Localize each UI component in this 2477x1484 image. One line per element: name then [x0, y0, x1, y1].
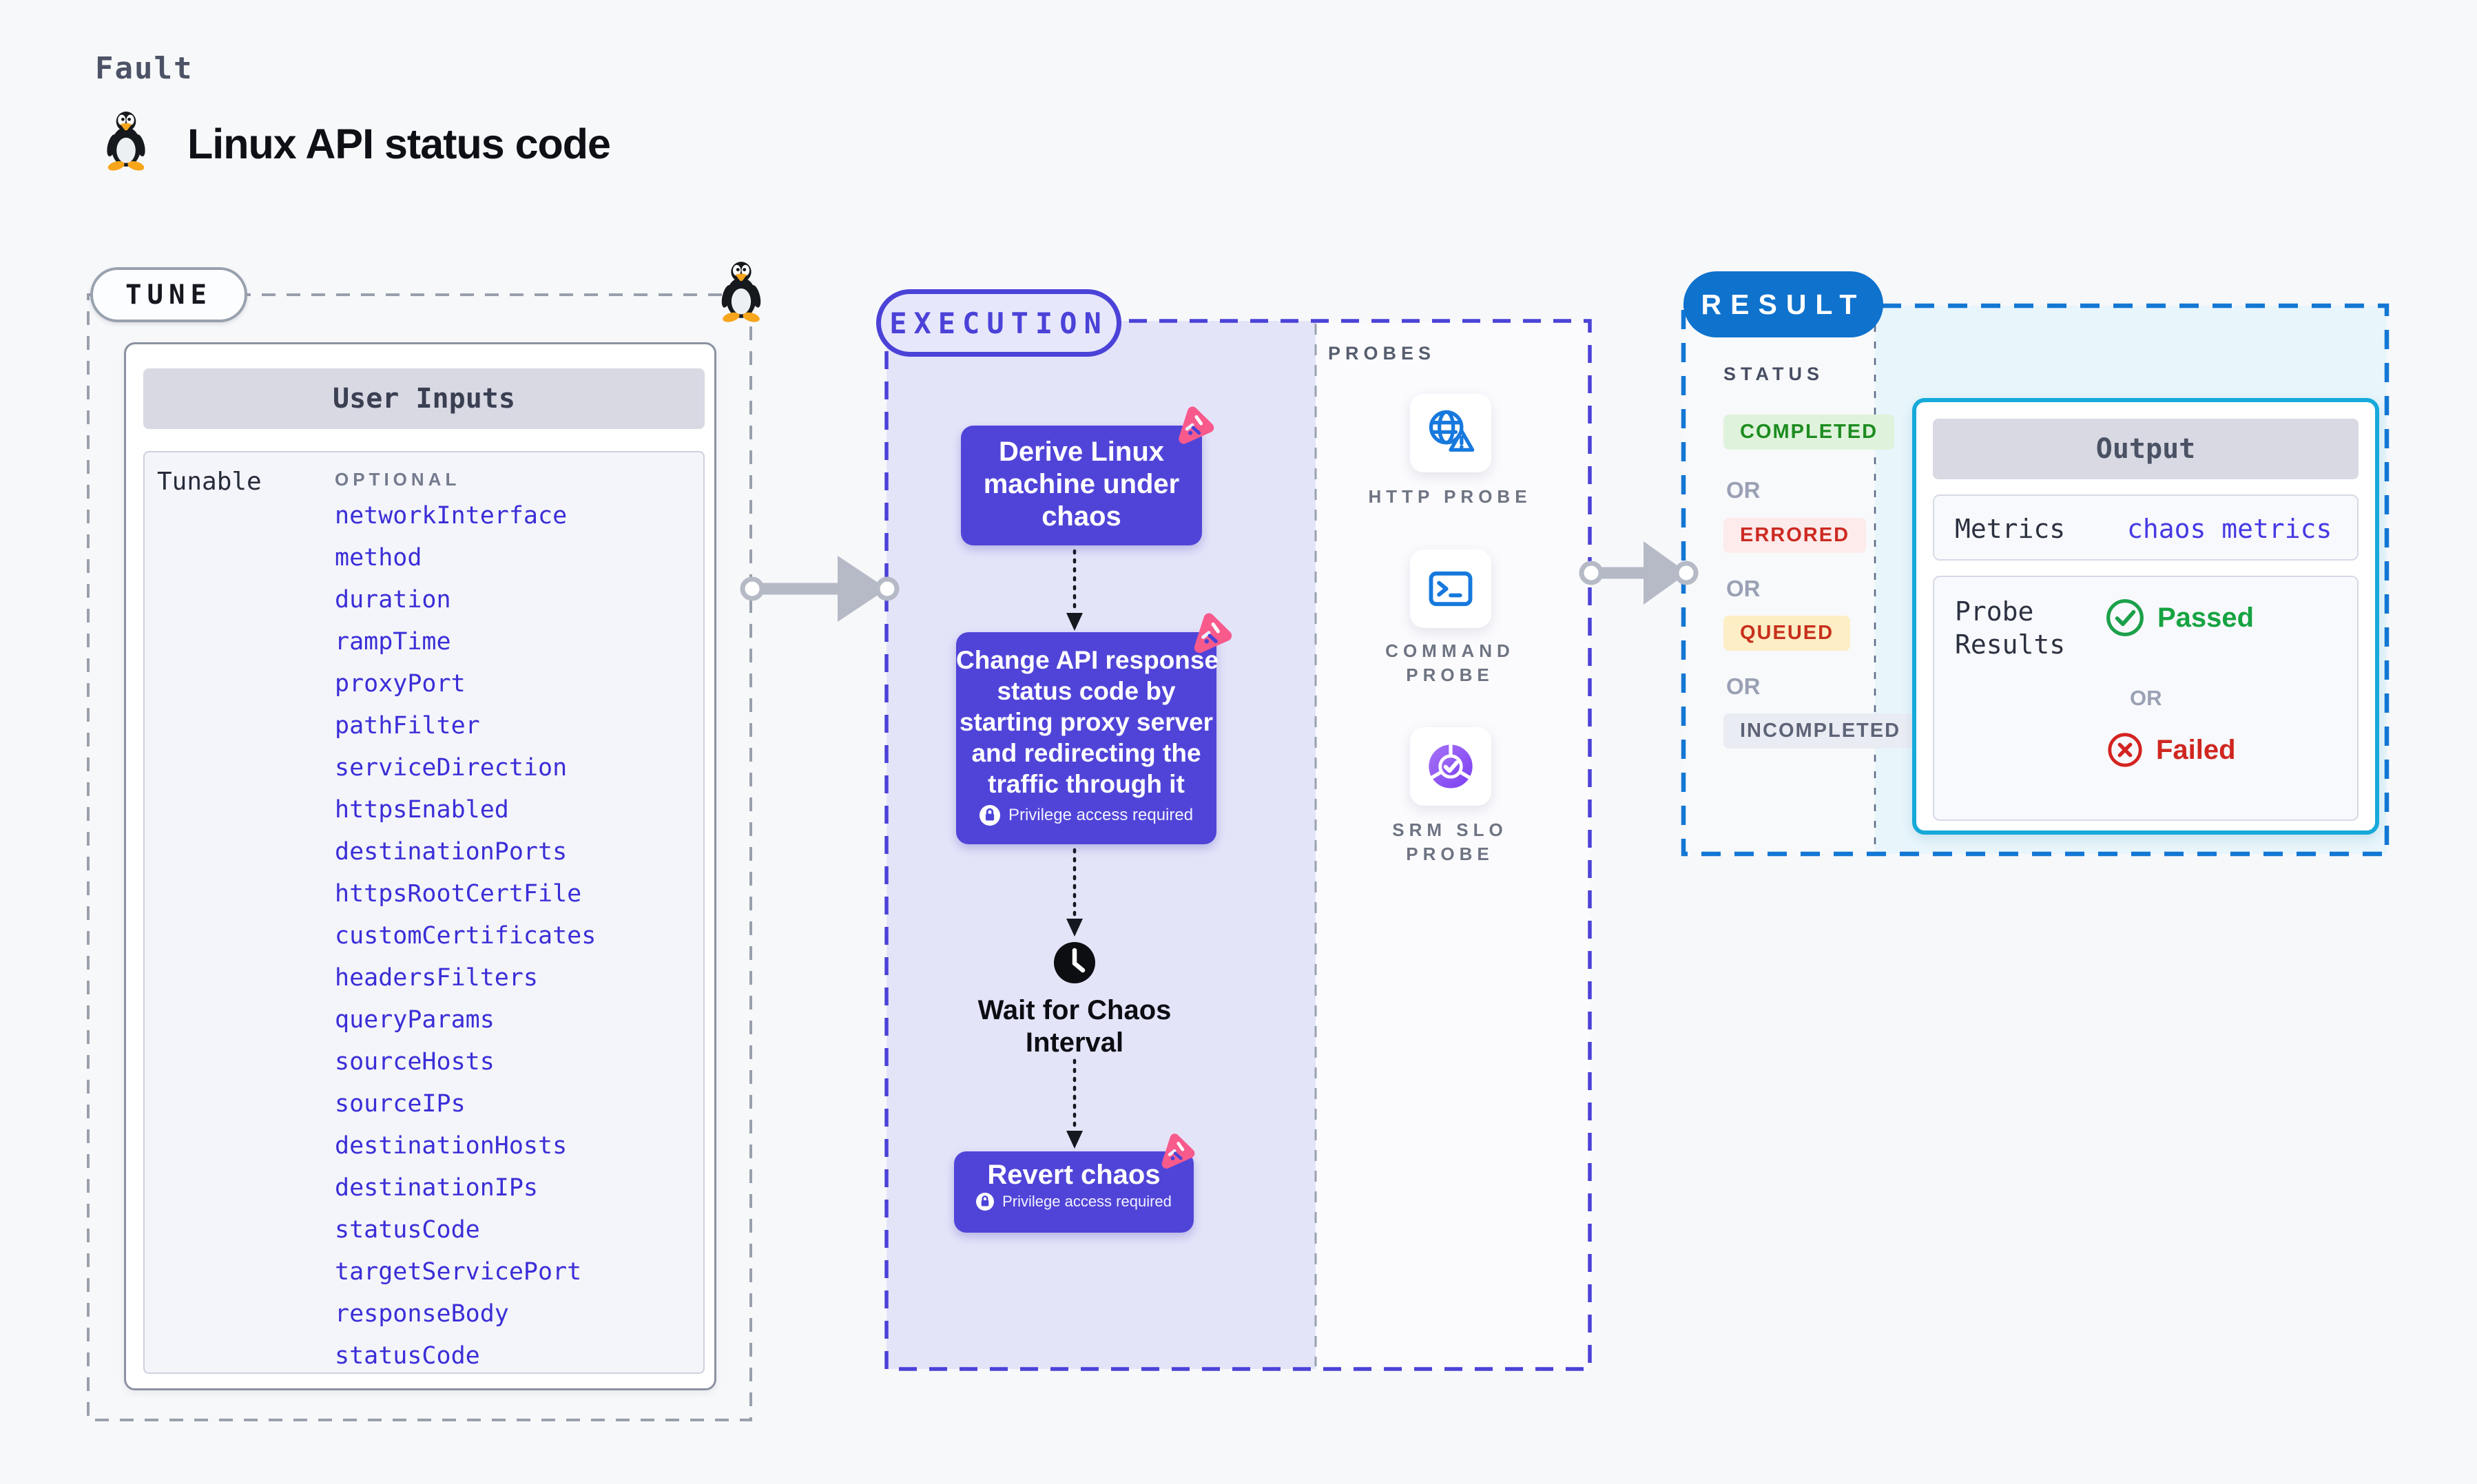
probe-label-command: COMMAND PROBE [1385, 640, 1515, 685]
param-link[interactable]: sourceHosts [335, 1048, 495, 1076]
x-circle-icon [2106, 731, 2144, 769]
user-inputs-card: User Inputs Tunable OPTIONAL networkInte… [124, 342, 716, 1390]
param-link[interactable]: duration [335, 586, 451, 614]
page-title: Linux API status code [187, 121, 611, 167]
param-link[interactable]: pathFilter [335, 712, 480, 740]
tux-penguin-icon-small [718, 260, 765, 322]
param-link[interactable]: destinationHosts [335, 1132, 568, 1160]
tunable-param-list: networkInterface method duration rampTim… [335, 495, 596, 1377]
or-separator: OR [2130, 686, 2162, 710]
param-link[interactable]: proxyPort [335, 670, 466, 698]
param-link[interactable]: networkInterface [335, 502, 568, 530]
chaos-logo-icon [1156, 1132, 1196, 1172]
probe-label-srm-slo: SRM SLO PROBE [1392, 819, 1508, 864]
result-pill: RESULT [1683, 271, 1883, 337]
probe-result-passed: Passed [2105, 598, 2254, 638]
probe-results-row: Probe Results Passed OR Failed [1933, 576, 2359, 821]
optional-column-header: OPTIONAL [335, 469, 461, 490]
param-link[interactable]: queryParams [335, 1006, 495, 1034]
step-revert-chaos: Revert chaos Privilege access required [954, 1151, 1194, 1233]
status-badge-completed: COMPLETED [1723, 415, 1895, 450]
arrow-probes-to-result [1579, 541, 1699, 605]
terminal-icon [1424, 563, 1477, 615]
lock-icon [980, 805, 1000, 826]
tune-pill: TUNE [90, 267, 247, 322]
probe-card-http [1410, 394, 1491, 472]
check-circle-icon [2105, 598, 2145, 638]
lock-icon [976, 1193, 994, 1211]
param-link[interactable]: statusCode [335, 1216, 480, 1244]
arrow-tune-to-execution [740, 556, 900, 622]
param-link[interactable]: targetServicePort [335, 1258, 582, 1286]
or-separator: OR [1726, 477, 1761, 503]
probe-card-srm-slo [1410, 727, 1491, 806]
metrics-row: Metrics chaos metrics [1933, 494, 2359, 561]
param-link[interactable]: statusCode [335, 1342, 480, 1370]
param-link[interactable]: serviceDirection [335, 754, 568, 782]
param-link[interactable]: customCertificates [335, 922, 597, 950]
clock-icon [1053, 941, 1097, 985]
privilege-note: Privilege access required [954, 1193, 1194, 1211]
probe-label-http: HTTP PROBE [1368, 486, 1532, 507]
param-link[interactable]: httpsEnabled [335, 796, 509, 824]
probe-result-failed: Failed [2106, 731, 2236, 769]
param-link[interactable]: rampTime [335, 628, 451, 656]
output-header: Output [1933, 419, 2359, 479]
fault-kicker: Fault [95, 51, 194, 86]
chaos-metrics-link[interactable]: chaos metrics [2127, 514, 2332, 544]
status-badge-incompleted: INCOMPLETED [1723, 713, 1918, 749]
metrics-label: Metrics [1955, 514, 2066, 544]
probes-heading: PROBES [1328, 343, 1436, 364]
globe-alert-icon [1424, 407, 1477, 459]
param-link[interactable]: sourceIPs [335, 1090, 466, 1118]
tux-penguin-icon [102, 110, 150, 171]
param-link[interactable]: headersFilters [335, 964, 539, 992]
output-card: Output Metrics chaos metrics Probe Resul… [1912, 398, 2379, 835]
param-link[interactable]: destinationIPs [335, 1174, 539, 1202]
probe-results-label: Probe Results [1955, 596, 2066, 660]
or-separator: OR [1726, 673, 1761, 699]
param-link[interactable]: destinationPorts [335, 838, 568, 866]
or-separator: OR [1726, 576, 1761, 601]
chaos-logo-icon [1188, 612, 1233, 657]
slo-donut-icon [1424, 740, 1477, 793]
privilege-note: Privilege access required [956, 805, 1216, 826]
user-inputs-body: Tunable OPTIONAL networkInterface method… [143, 451, 705, 1374]
user-inputs-header: User Inputs [143, 368, 705, 429]
status-heading: STATUS [1723, 364, 1824, 384]
param-link[interactable]: httpsRootCertFile [335, 880, 582, 908]
chaos-logo-icon [1172, 405, 1215, 448]
tunable-row-label: Tunable [157, 468, 262, 496]
param-link[interactable]: responseBody [335, 1300, 509, 1328]
execution-pill: EXECUTION [876, 289, 1121, 357]
status-badge-queued: QUEUED [1723, 616, 1851, 651]
probe-card-command [1410, 550, 1491, 628]
param-link[interactable]: method [335, 544, 422, 572]
status-badge-errored: ERRORED [1723, 518, 1867, 553]
